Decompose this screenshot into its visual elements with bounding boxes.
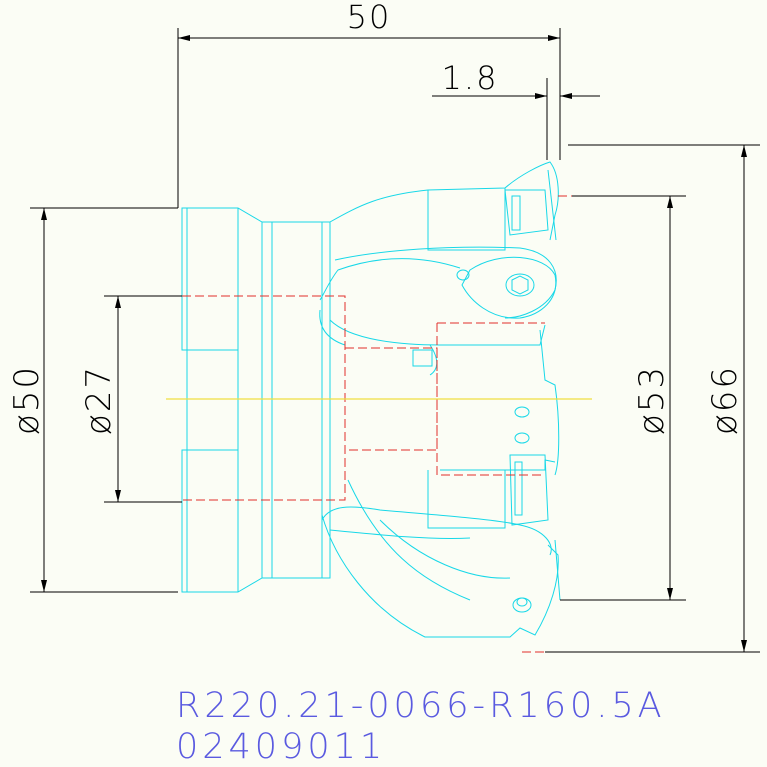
dim-cutting-diameter: ø66 (705, 365, 745, 435)
hidden-lines (182, 195, 572, 653)
tool-outline (181, 161, 561, 638)
part-code-label: 02409011 (176, 727, 387, 767)
shank-outline (181, 207, 331, 593)
part-number-label: R220.21-0066-R160.5A (176, 686, 666, 726)
dimensions (30, 28, 760, 653)
dim-overall-length: 50 (347, 0, 392, 36)
dim-insert-offset: 1.8 (442, 59, 499, 97)
body-top-lobe (329, 161, 559, 241)
dim-shank-diameter: ø50 (7, 365, 47, 435)
dim-bore-diameter: ø27 (79, 365, 119, 435)
dim-pitch-diameter: ø53 (632, 365, 672, 435)
